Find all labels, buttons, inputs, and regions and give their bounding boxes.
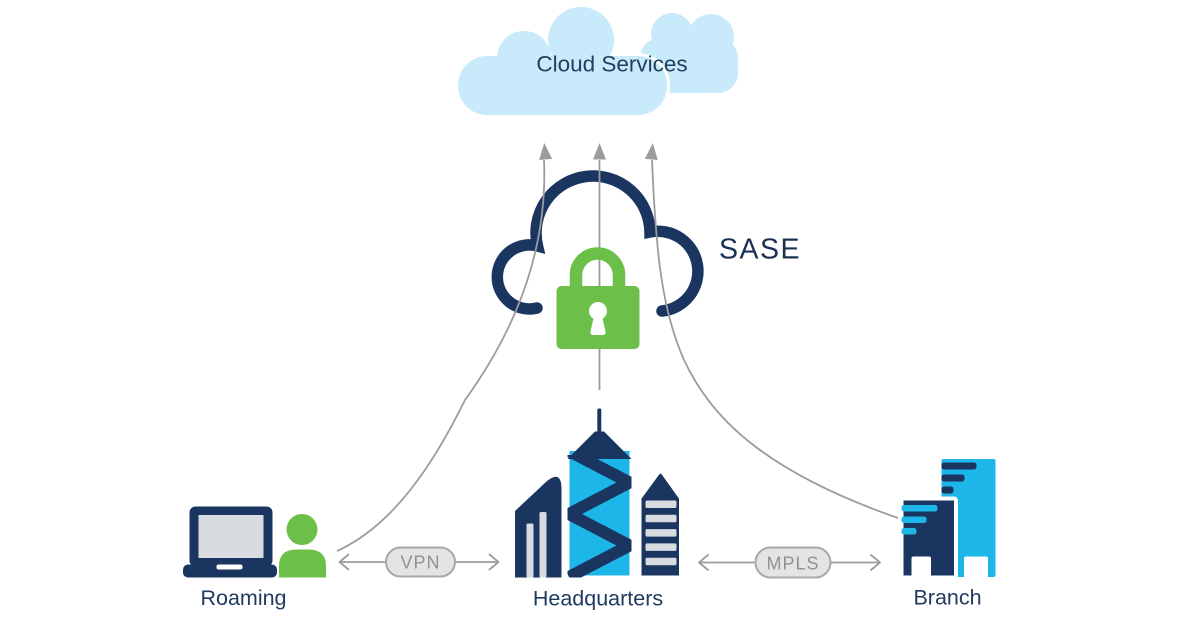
mpls-arrowhead-left-icon [698, 554, 709, 571]
mpls-label: MPLS [766, 554, 819, 574]
cloud-main-lobe [458, 7, 667, 115]
laptop-hinge-notch [216, 564, 243, 570]
roaming-label: Roaming [200, 586, 286, 610]
up-arrowhead-right-icon [644, 143, 658, 161]
mpls-arrowhead-right-icon [870, 554, 881, 571]
keyhole-circle [589, 302, 607, 320]
vpn-arrowhead-right-icon [488, 553, 500, 571]
vpn-pill [385, 546, 456, 578]
hq-right-window-stripes [645, 500, 677, 566]
branch-front-door [911, 556, 931, 578]
connectors-to-cloud [336, 143, 899, 552]
laptop-base [183, 564, 277, 578]
hq-middle-zigzag [567, 455, 632, 578]
connector-branch-to-cloud [651, 159, 899, 519]
vpn-label: VPN [400, 553, 440, 573]
hq-right-building [637, 469, 683, 580]
branch-node: Branch [899, 459, 996, 610]
sase-cloud-icon [491, 170, 704, 317]
user-head [286, 514, 318, 545]
user-icon [279, 514, 326, 578]
headquarters-node: Headquarters [515, 408, 683, 611]
cloud-services-cloud-icon: Cloud Services [455, 4, 738, 118]
hq-antenna [597, 408, 602, 435]
laptop-icon [183, 506, 277, 578]
padlock-icon [556, 247, 640, 349]
vpn-link: VPN [338, 546, 500, 578]
headquarters-label: Headquarters [533, 587, 663, 611]
branch-buildings-icon [899, 459, 996, 580]
hq-middle-roof [567, 431, 632, 459]
hq-left-building [515, 476, 562, 578]
vpn-arrowhead-left-icon [338, 553, 350, 571]
mpls-pill [754, 546, 832, 579]
branch-back-window-stripes [941, 462, 977, 494]
up-arrowhead-left-icon [539, 143, 553, 161]
up-arrowhead-middle-icon [593, 143, 606, 160]
hq-middle-tower [565, 408, 634, 580]
branch-label: Branch [913, 586, 981, 610]
connector-roaming-to-cloud [336, 159, 546, 552]
laptop-screen [198, 515, 264, 558]
branch-back-door [964, 556, 988, 578]
padlock-shackle [569, 247, 626, 299]
hq-left-window-bar-1 [526, 523, 534, 578]
keyhole-stem [590, 316, 606, 335]
mpls-link: MPLS [698, 546, 881, 579]
user-body [279, 549, 326, 578]
roaming-node: Roaming [183, 506, 326, 610]
cloud-services-label: Cloud Services [536, 52, 687, 77]
sase-cloud-outline [491, 170, 704, 317]
hq-left-window-bar-2 [539, 512, 547, 578]
branch-front-window-stripes [901, 505, 938, 535]
headquarters-buildings-icon [515, 408, 683, 580]
sase-title: SASE [719, 234, 801, 266]
